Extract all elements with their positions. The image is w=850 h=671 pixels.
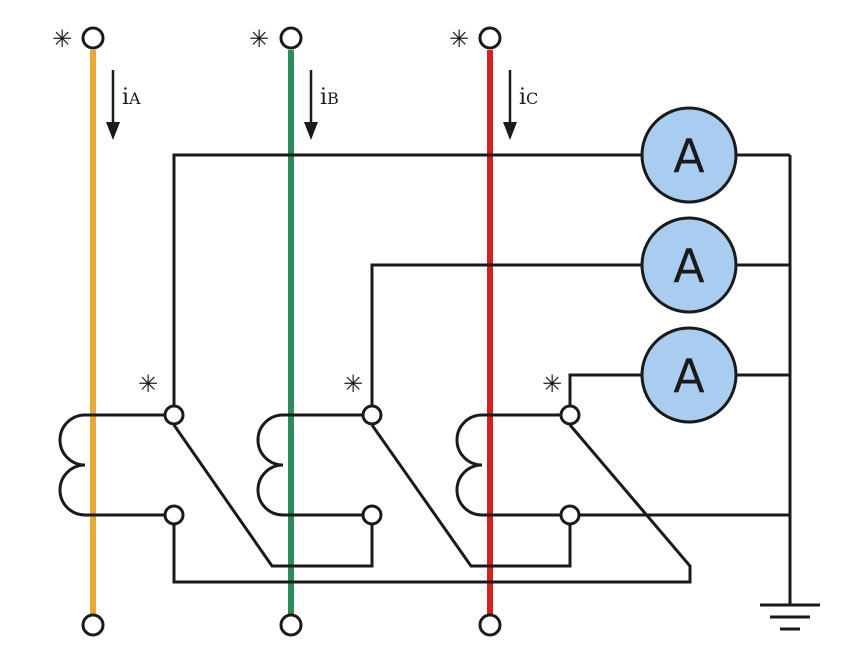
ct-a-s1-terminal: [163, 404, 185, 426]
polarity-mark-ct-c: ✳: [542, 370, 562, 398]
polarity-mark-top-a: ✳: [52, 25, 72, 53]
cross-link-a-b: [172, 424, 374, 568]
ct-coil-b: [256, 413, 372, 517]
ammeter-2: A: [640, 216, 738, 314]
cross-link-b-c: [370, 424, 572, 568]
current-arrow-c: [503, 70, 517, 140]
ct-b-s1-terminal: [361, 404, 383, 426]
ct-b-s2-terminal: [361, 504, 383, 526]
polarity-mark-top-b: ✳: [249, 25, 269, 53]
ct-coil-a: [58, 413, 174, 517]
lead-phase-c-to-meter-3: [568, 373, 642, 405]
polarity-mark-top-c: ✳: [449, 25, 469, 53]
ct-c-s1-terminal: [559, 404, 581, 426]
cross-link-c-return: [172, 424, 692, 584]
current-label-b: iB: [320, 85, 339, 110]
phase-b-top-terminal: [279, 26, 303, 50]
ammeter-2-label: A: [673, 239, 705, 293]
polarity-mark-ct-a: ✳: [138, 370, 158, 398]
current-arrow-a: [106, 70, 120, 140]
current-label-c: iC: [519, 85, 538, 110]
polarity-mark-ct-b: ✳: [343, 370, 363, 398]
phase-c-top-terminal: [478, 26, 502, 50]
ammeter-3: A: [640, 326, 738, 424]
current-arrow-b: [304, 70, 318, 140]
ct-c-s2-terminal: [559, 504, 581, 526]
ammeter-1: A: [640, 106, 738, 204]
current-label-a: iA: [122, 85, 141, 110]
phase-b-bottom-terminal: [279, 613, 303, 637]
lead-phase-b-to-meter-2: [370, 263, 642, 405]
phase-a-bottom-terminal: [81, 613, 105, 637]
lead-phase-a-to-meter-1: [172, 153, 642, 405]
phase-a-top-terminal: [81, 26, 105, 50]
ct-a-s2-terminal: [163, 504, 185, 526]
ground-icon: [760, 603, 820, 631]
ammeter-1-label: A: [673, 129, 705, 183]
ct-coil-c: [455, 413, 570, 517]
ammeter-3-label: A: [673, 349, 705, 403]
phase-c-bottom-terminal: [478, 613, 502, 637]
